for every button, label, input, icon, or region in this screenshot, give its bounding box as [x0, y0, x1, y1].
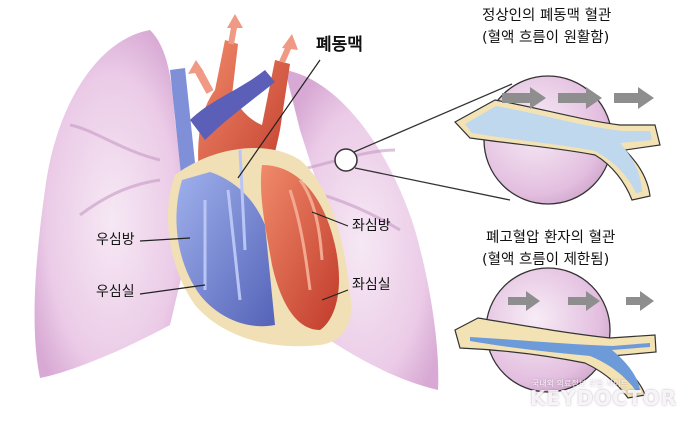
narrowed-vessel-wall — [454, 317, 657, 399]
hypertension-caption-line2: (혈액 흐름이 제한됨) — [482, 252, 610, 268]
leader-lines — [139, 59, 349, 301]
label-pulmonary-artery: 폐동맥 — [316, 35, 363, 55]
normal-caption-line1: 정상인의 폐동맥 혈관 — [482, 8, 612, 24]
normal-vessel-lumen — [465, 106, 652, 193]
blood-flow-arrows-red — [288, 179, 324, 291]
label-left-ventricle: 좌심실 — [352, 277, 391, 293]
pulmonary-artery-trunk — [190, 70, 275, 140]
connector-line-bottom — [354, 167, 511, 201]
label-left-atrium: 좌심방 — [352, 218, 391, 234]
watermark-logo: KEYDOCTOR — [530, 386, 677, 410]
connector-line-top — [353, 83, 513, 153]
right-side-chambers — [176, 172, 275, 327]
left-side-chambers — [260, 165, 340, 330]
blood-flow-arrows-blue — [203, 149, 247, 301]
label-right-atrium: 우심방 — [96, 232, 135, 248]
hypertension-vessel-panel — [454, 267, 657, 399]
heart — [167, 148, 352, 347]
normal-vessel-panel — [454, 75, 661, 205]
left-lung-shape — [34, 30, 190, 378]
narrowed-vessel-lumen — [470, 337, 650, 391]
magnifier-circle — [334, 148, 358, 172]
flow-arrows-restricted — [508, 291, 654, 311]
hypertension-caption-line1: 폐고혈압 환자의 혈관 — [486, 230, 616, 246]
flow-arrows-normal — [502, 87, 654, 109]
label-right-ventricle: 우심실 — [96, 284, 135, 300]
watermark-tagline: 국내외 의료정보 포털 사이트 — [532, 379, 628, 388]
normal-caption-line2: (혈액 흐름이 원활함) — [482, 30, 610, 46]
